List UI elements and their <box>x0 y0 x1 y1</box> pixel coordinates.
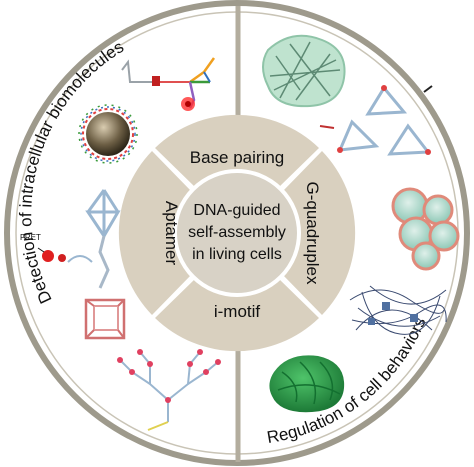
segment-label-left: Aptamer <box>162 201 181 266</box>
dna-triangle-frames-icon <box>319 85 433 156</box>
segment-label-top: Base pairing <box>190 148 285 167</box>
dna-tetrahedron-fret-icon: FRET <box>20 189 126 340</box>
green-hydrogel-icon <box>269 355 345 413</box>
fret-label: FRET <box>20 233 41 242</box>
segment-left <box>118 151 192 315</box>
gold-nanoparticle-icon <box>78 104 138 164</box>
dna-fiber-network-icon <box>349 285 447 335</box>
dna-dendrimer-icon <box>117 349 221 431</box>
aptamer-probe-icon <box>121 57 216 111</box>
outer-ring <box>4 0 470 466</box>
segment-right <box>282 151 356 315</box>
segment-label-bottom: i-motif <box>214 302 261 321</box>
dna-hydrogel-network-icon <box>262 34 346 108</box>
center-disc <box>173 169 301 297</box>
center-line-3: in living cells <box>192 246 282 263</box>
segment-bottom <box>155 278 319 352</box>
center-line-2: self-assembly <box>188 224 286 241</box>
segment-ring <box>118 114 356 352</box>
segment-label-right: G-quadruplex <box>303 181 322 285</box>
cell-cluster-icon <box>391 187 460 271</box>
left-half-title: Detection of intracellular biomolecules <box>16 37 127 306</box>
segment-top <box>155 114 319 188</box>
center-line-1: DNA-guided <box>193 202 280 219</box>
